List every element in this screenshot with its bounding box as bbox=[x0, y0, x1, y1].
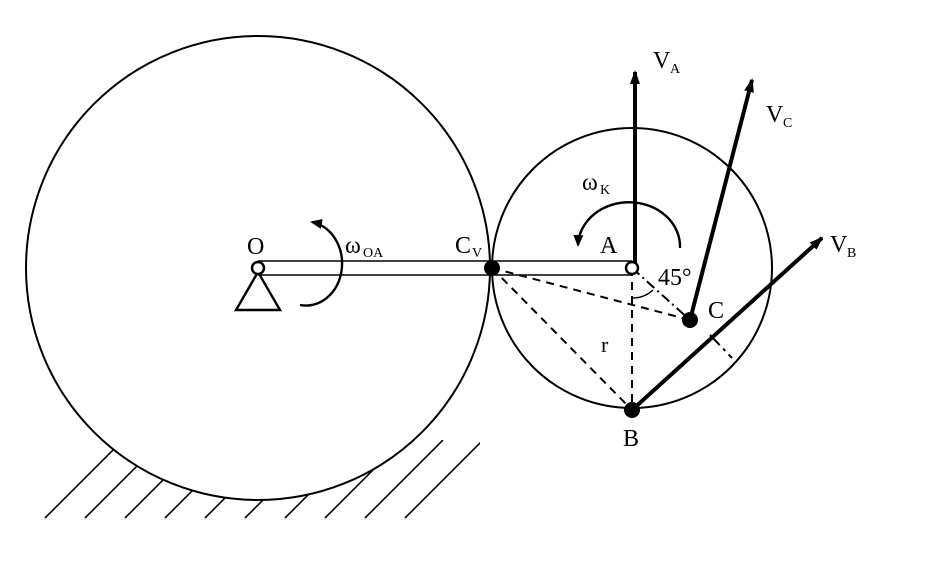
angle-arc bbox=[631, 289, 654, 299]
svg-text:ω: ω bbox=[345, 233, 361, 259]
label-a: A bbox=[600, 233, 618, 259]
svg-text:OA: OA bbox=[363, 246, 384, 261]
svg-text:V: V bbox=[830, 232, 848, 258]
svg-text:B: B bbox=[847, 246, 856, 261]
point-b bbox=[624, 402, 640, 418]
dashed-lines bbox=[491, 267, 691, 411]
point-cv bbox=[484, 260, 500, 276]
label-va: V A bbox=[653, 48, 681, 77]
label-r: r bbox=[601, 332, 609, 357]
line-a-c bbox=[631, 267, 691, 321]
label-b: B bbox=[623, 426, 639, 452]
svg-text:V: V bbox=[653, 48, 671, 74]
point-c bbox=[682, 312, 698, 328]
label-o: O bbox=[247, 234, 264, 260]
velocity-vector-b bbox=[630, 236, 824, 412]
svg-text:C: C bbox=[455, 233, 471, 259]
omega-k-arrow bbox=[573, 201, 682, 249]
label-cv: C V bbox=[455, 233, 482, 261]
omega-oa-arrow bbox=[299, 219, 344, 307]
svg-text:K: K bbox=[600, 183, 610, 198]
dashed-cv-b bbox=[491, 267, 633, 411]
perpendicular-mark bbox=[709, 334, 733, 359]
label-vb: V B bbox=[830, 232, 856, 261]
svg-text:A: A bbox=[670, 62, 681, 77]
crank-oa bbox=[258, 260, 632, 276]
label-c: C bbox=[708, 298, 724, 324]
dashed-cv-c bbox=[491, 267, 691, 321]
point-a bbox=[624, 260, 640, 276]
label-omega-k: ω K bbox=[582, 170, 610, 198]
label-omega-oa: ω OA bbox=[345, 233, 384, 261]
label-vc: V C bbox=[766, 102, 792, 131]
svg-text:V: V bbox=[766, 102, 784, 128]
svg-text:ω: ω bbox=[582, 170, 598, 196]
point-o bbox=[250, 260, 266, 276]
svg-text:V: V bbox=[472, 246, 482, 261]
pivot-support bbox=[233, 269, 283, 312]
velocity-vector-c bbox=[688, 78, 754, 321]
label-angle: 45° bbox=[658, 265, 692, 291]
svg-text:C: C bbox=[783, 116, 792, 131]
